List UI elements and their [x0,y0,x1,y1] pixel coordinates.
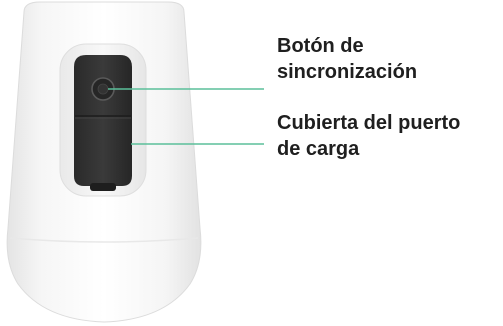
charging-port-tab [90,183,116,191]
charging-port-cover-label-line2: de carga [277,138,360,160]
sync-button-label-line1: Botón de [277,35,364,57]
charging-port-cover-label: Cubierta del puerto de carga [277,110,460,162]
back-panel [74,55,132,191]
charging-port-cover-label-line1: Cubierta del puerto [277,112,461,134]
sync-button-label-line2: sincronización [277,61,418,83]
sync-button-label: Botón de sincronización [277,33,417,85]
